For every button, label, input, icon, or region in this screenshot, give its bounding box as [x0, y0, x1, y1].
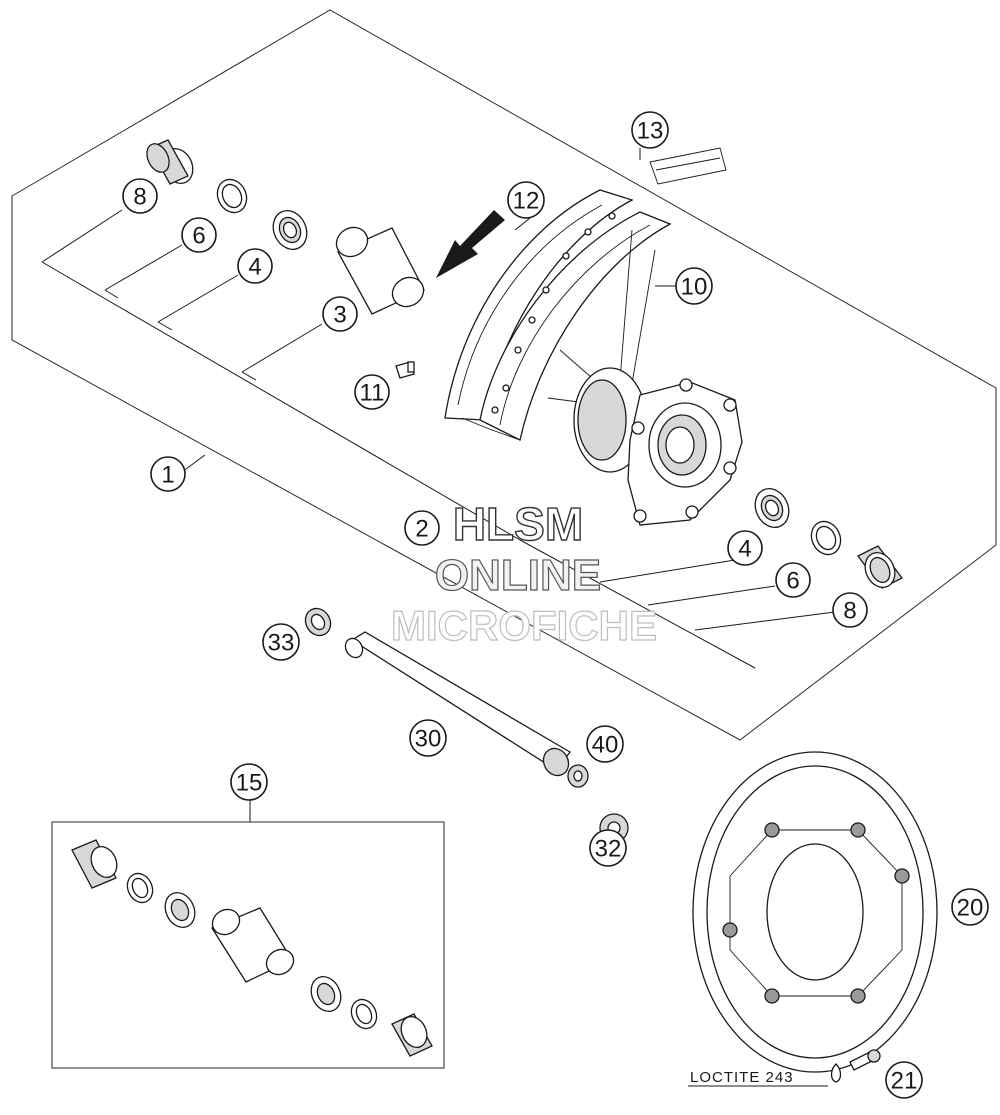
callout-label: 8 [843, 598, 856, 625]
watermark: HLSM ONLINE MICROFICHE [390, 497, 657, 649]
callout-4-top: 4 [237, 248, 273, 284]
callout-label: 3 [333, 302, 346, 329]
callout-6-top: 6 [181, 217, 217, 253]
brake-disc [692, 751, 938, 1073]
callout-8-bottom: 8 [832, 592, 868, 628]
callout-15: 15 [230, 763, 268, 801]
direction-arrow [436, 210, 505, 278]
washer [567, 764, 589, 788]
callout-label: 8 [133, 184, 146, 211]
callout-label: 33 [268, 630, 295, 657]
callout-label: 21 [891, 1068, 918, 1095]
callout-30: 30 [409, 719, 447, 757]
rim-tape [649, 147, 727, 185]
watermark-line-1: HLSM [453, 498, 583, 550]
callout-label: 4 [738, 536, 751, 563]
callout-20: 20 [951, 888, 989, 926]
leader-lines [41, 148, 836, 669]
loctite-drop [688, 1063, 842, 1087]
callout-label: 30 [415, 726, 442, 753]
callout-label: 1 [161, 462, 174, 489]
callout-label: 10 [681, 274, 708, 301]
callout-40: 40 [586, 725, 624, 763]
callout-label: 4 [248, 254, 261, 281]
bearing-top [272, 210, 308, 250]
callout-label: 2 [415, 516, 428, 543]
watermark-line-2: ONLINE [435, 551, 601, 600]
callout-label: 15 [236, 770, 263, 797]
callout-13: 13 [631, 111, 669, 149]
wheel-assembly-box [11, 9, 997, 741]
callout-label: 13 [637, 118, 664, 145]
callout-label: 6 [192, 223, 205, 250]
callout-21: 21 [885, 1061, 923, 1099]
callout-label: 40 [592, 732, 619, 759]
callout-label: 12 [513, 188, 540, 215]
repair-kit-box [51, 800, 445, 1069]
repair-kit-parts [71, 839, 433, 1057]
callout-6-bottom: 6 [775, 562, 811, 598]
callout-2: 2 [404, 510, 440, 546]
callout-33: 33 [262, 623, 300, 661]
seal-ring-bottom [810, 520, 842, 556]
spacer-bushing-top [146, 139, 194, 185]
watermark-line-3: MICROFICHE [391, 602, 657, 649]
spoke-nipple [395, 361, 415, 379]
callout-32: 32 [589, 829, 627, 867]
callout-4-bottom: 4 [727, 530, 763, 566]
disc-screw [849, 1049, 881, 1071]
callout-12: 12 [507, 181, 545, 219]
callout-11: 11 [354, 374, 390, 410]
spacer-tube [335, 226, 425, 315]
bearing-bottom [754, 488, 790, 528]
loctite-note: LOCTITE 243 [690, 1069, 794, 1086]
spacer-bushing-bottom [857, 545, 903, 589]
callout-label: 20 [957, 895, 984, 922]
axle-nut [304, 607, 332, 637]
wheel-rim [444, 189, 672, 441]
axle [344, 631, 571, 777]
seal-ring-top [216, 178, 248, 214]
callout-10: 10 [675, 267, 713, 305]
wheel-hub [573, 367, 743, 526]
callout-label: 32 [595, 836, 622, 863]
callout-8-top: 8 [122, 178, 158, 214]
callout-label: 6 [786, 568, 799, 595]
callout-1: 1 [150, 456, 186, 492]
callout-label: 11 [360, 380, 385, 407]
callout-3: 3 [322, 296, 358, 332]
